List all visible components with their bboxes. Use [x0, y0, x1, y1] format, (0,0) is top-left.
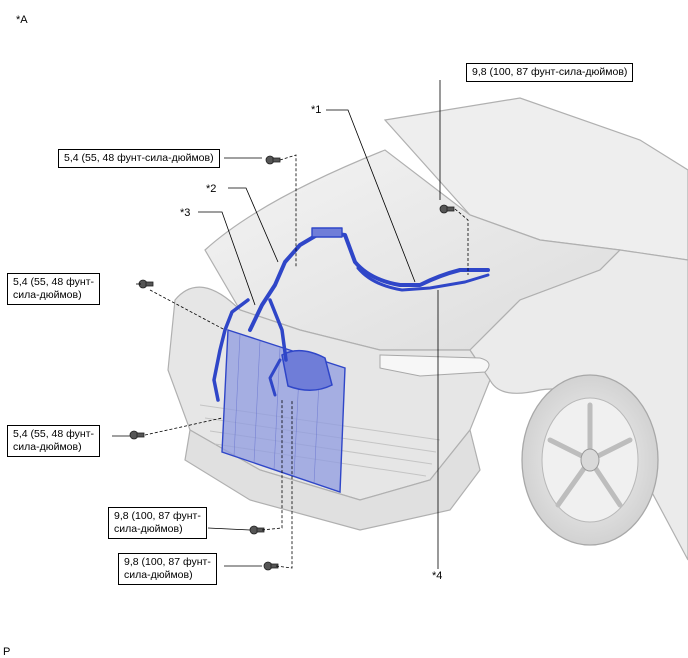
torque-label-bottom-a: 9,8 (100, 87 фунт- сила-дюймов): [108, 507, 207, 539]
headlight: [379, 354, 490, 377]
dashed-leaders: [144, 154, 469, 569]
torque-text: 9,8 (100, 87 фунт-: [114, 510, 201, 522]
callout-leaders: [112, 80, 441, 569]
torque-text: сила-дюймов): [114, 523, 183, 535]
bolt-icon-left-mid: [138, 279, 154, 289]
torque-text: сила-дюймов): [13, 441, 82, 453]
torque-label-left-low: 5,4 (55, 48 фунт- сила-дюймов): [7, 425, 100, 457]
bolt-icon-upper-left: [265, 155, 281, 165]
bolt-icon-bottom-a: [249, 525, 265, 535]
figure-code: P: [3, 646, 11, 658]
compressor: [281, 349, 333, 391]
callout-4: *4: [432, 570, 443, 582]
bolt-icon-top-right: [439, 204, 455, 214]
torque-text: 9,8 (100, 87 фунт-сила-дюймов): [472, 66, 628, 78]
ac-piping: [212, 227, 490, 402]
torque-text: сила-дюймов): [124, 569, 193, 581]
bolt-icons: [129, 155, 455, 571]
callout-1: *1: [311, 104, 322, 116]
callout-2: *2: [206, 183, 217, 195]
bolt-icon-bottom-b: [263, 561, 279, 571]
bolt-icon-left-low: [129, 430, 145, 440]
torque-text: 5,4 (55, 48 фунт-: [13, 428, 94, 440]
torque-label-top-right: 9,8 (100, 87 фунт-сила-дюймов): [466, 63, 634, 82]
torque-label-left-mid: 5,4 (55, 48 фунт- сила-дюймов): [7, 273, 100, 305]
torque-text: 5,4 (55, 48 фунт-: [13, 276, 94, 288]
torque-text: 5,4 (55, 48 фунт-сила-дюймов): [64, 152, 214, 164]
torque-text: 9,8 (100, 87 фунт-: [124, 556, 211, 568]
torque-label-upper-left: 5,4 (55, 48 фунт-сила-дюймов): [58, 149, 220, 168]
torque-label-bottom-b: 9,8 (100, 87 фунт- сила-дюймов): [118, 553, 217, 585]
callout-3: *3: [180, 207, 191, 219]
torque-text: сила-дюймов): [13, 289, 82, 301]
front-wheel: [521, 374, 659, 546]
view-label: *A: [16, 14, 28, 26]
